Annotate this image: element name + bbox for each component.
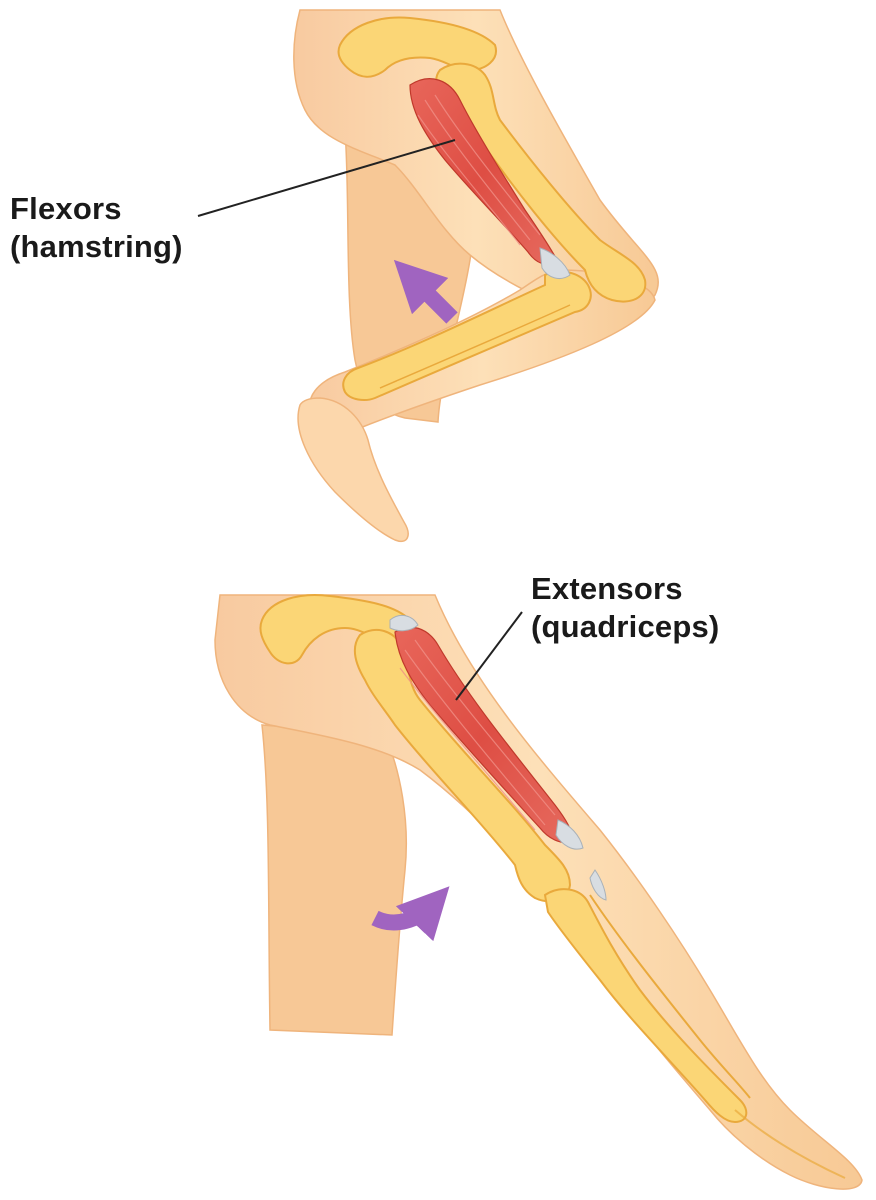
quadriceps-tendon-lower (555, 819, 584, 850)
supporting-leg-bottom (261, 724, 408, 1036)
flexion-figure (197, 9, 659, 542)
flexors-label-detail: (hamstring) (10, 229, 183, 264)
flexors-label: Flexors (hamstring) (10, 190, 183, 266)
extensors-label: Extensors (quadriceps) (531, 570, 719, 646)
quadriceps-striations (399, 639, 556, 831)
tibia-bone-bottom (543, 888, 748, 1124)
hamstring-tendon (539, 247, 571, 279)
tibia-bone-top (342, 270, 592, 401)
patellar-tendon (589, 869, 607, 901)
extension-arrow (371, 886, 450, 942)
extensors-leader-line (455, 611, 523, 701)
fibula-bone-top (379, 304, 571, 389)
flexion-arrow (393, 259, 458, 324)
hamstring-striations (417, 94, 541, 246)
flexors-leader-line (197, 139, 456, 217)
extension-figure (214, 594, 863, 1190)
fibula-bone-bottom (589, 894, 751, 1099)
extensors-label-detail: (quadriceps) (531, 609, 720, 644)
quadriceps-tendon-upper (389, 614, 419, 632)
foot-top (297, 397, 409, 542)
extensors-label-name: Extensors (531, 571, 683, 606)
flexors-label-name: Flexors (10, 191, 122, 226)
foot-bones-bottom (734, 1109, 846, 1179)
